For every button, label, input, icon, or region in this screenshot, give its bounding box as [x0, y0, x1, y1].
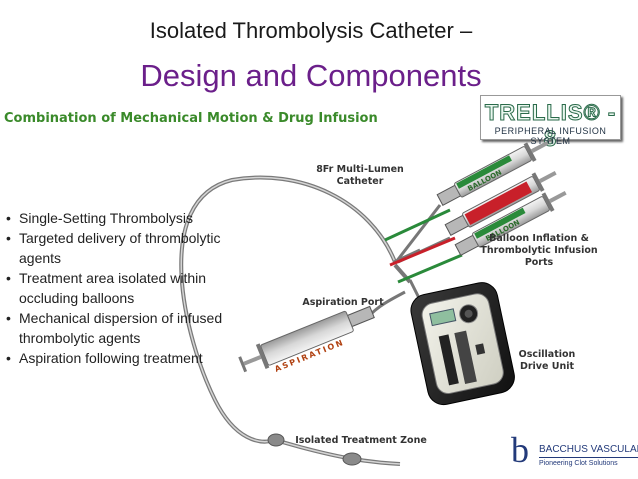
trellis-logo: TRELLIS® - 8 PERIPHERAL INFUSION SYSTEM — [480, 95, 621, 152]
oscillation-drive-unit — [410, 282, 515, 406]
subtitle: Combination of Mechanical Motion & Drug … — [4, 111, 378, 126]
bullet-item: Aspiration following treatment — [6, 348, 261, 368]
label-catheter: 8Fr Multi-Lumen Catheter — [316, 164, 404, 187]
trellis-logo-text: TRELLIS® - 8 — [484, 100, 617, 152]
slide-title-line1: Isolated Thrombolysis Catheter – — [149, 18, 473, 43]
bacchus-logo: b BACCHUS VASCULAR Pioneering Clot Solut… — [505, 430, 638, 479]
balloon-proximal — [267, 433, 285, 447]
bacchus-logo-rule — [539, 457, 638, 458]
bullet-list: Single-Setting Thrombolysis Targeted del… — [6, 208, 261, 368]
bullet-item: Targeted delivery of thrombolytic agents — [6, 228, 261, 268]
trellis-logo-subtext: PERIPHERAL INFUSION SYSTEM — [494, 126, 607, 146]
bacchus-logo-letter: b — [511, 430, 529, 470]
bullet-item: Single-Setting Thrombolysis — [6, 208, 261, 228]
slide-title-line2: Design and Components — [140, 58, 482, 93]
label-treatment-zone: Isolated Treatment Zone — [295, 435, 427, 446]
bacchus-logo-tagline: Pioneering Clot Solutions — [539, 460, 618, 467]
label-oscillation-unit: Oscillation Drive Unit — [518, 349, 576, 372]
label-aspiration-port: Aspiration Port — [302, 297, 384, 308]
label-ports: Balloon Inflation & Thrombolytic Infusio… — [480, 233, 598, 268]
balloon-distal — [342, 452, 362, 466]
bullet-item: Treatment area isolated within occluding… — [6, 268, 261, 308]
syringe-infusion — [444, 170, 557, 236]
bacchus-logo-name: BACCHUS VASCULAR — [539, 444, 638, 455]
bullet-item: Mechanical dispersion of infused thrombo… — [6, 308, 261, 348]
